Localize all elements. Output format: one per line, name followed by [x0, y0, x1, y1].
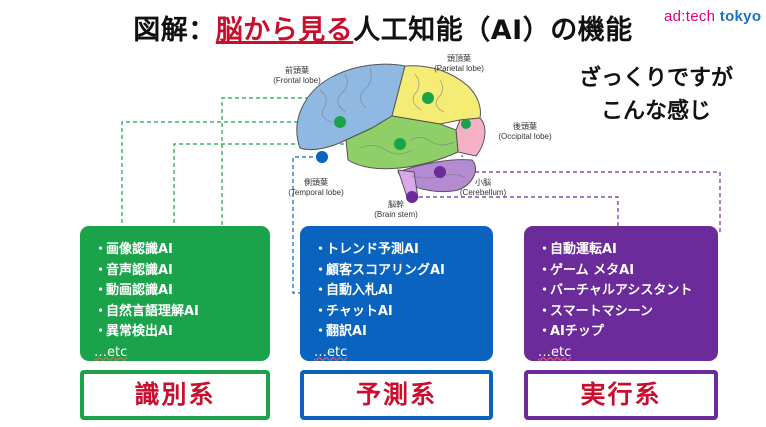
parietal-lobe: [391, 65, 481, 125]
category-recognition: 識別系: [80, 370, 270, 420]
label-temporal-jp: 側頭葉: [304, 178, 328, 187]
etc-text: …etc: [314, 344, 348, 360]
label-parietal-jp: 頭頂葉: [447, 54, 471, 63]
execution-list: ・自動運転AI ・ゲーム メタAI ・バーチャルアシスタント ・スマートマシーン…: [524, 226, 718, 343]
recognition-list: ・画像認識AI ・音声認識AI ・動画認識AI ・自然言語理解AI ・異常検出A…: [80, 226, 270, 343]
list-item: ・画像認識AI: [94, 242, 173, 257]
list-item: ・音声認識AI: [94, 262, 173, 278]
list-item: ・異常検出AI: [94, 324, 173, 339]
connector-purple-1: [440, 171, 721, 232]
temporal-blue-dot: [316, 151, 328, 163]
frontal-dot: [334, 116, 346, 128]
list-item: ・ゲーム メタAI: [538, 262, 635, 278]
connector-green-1: [221, 97, 428, 232]
logo-tokyo: tokyo: [719, 8, 762, 25]
page-title: 図解：脳から見る人工知能（AI）の機能: [0, 8, 766, 47]
remark-text: ざっくりですが こんな感じ: [556, 62, 756, 128]
connector-purple-2: [412, 196, 619, 232]
list-item: ・トレンド予測AI: [314, 242, 419, 257]
list-item: ・スマートマシーン: [538, 303, 653, 319]
etc-text: …etc: [94, 344, 128, 360]
connector-blue-1: [292, 156, 320, 294]
label-temporal: 側頭葉 (Temporal lobe): [278, 178, 354, 198]
list-item: ・バーチャルアシスタント: [538, 283, 693, 298]
label-occipital-jp: 後頭葉: [513, 122, 537, 131]
adtech-tokyo-logo: ad:tech tokyo: [664, 8, 761, 25]
occipital-dot: [461, 119, 471, 129]
label-cerebellum-jp: 小脳: [475, 178, 491, 187]
title-highlight: 脳から見る: [215, 15, 354, 46]
cerebellum-dot: [434, 166, 446, 178]
connector-green-3: [173, 143, 400, 232]
list-item: ・動画認識AI: [94, 283, 173, 298]
list-item: ・自然言語理解AI: [94, 303, 199, 319]
title-suffix: 人工知能（AI）の機能: [353, 15, 633, 46]
label-frontal-jp: 前頭葉: [285, 66, 309, 75]
label-temporal-en: (Temporal lobe): [288, 188, 344, 197]
list-item: ・翻訳AI: [314, 324, 367, 339]
list-item: ・チャットAI: [314, 303, 393, 319]
label-parietal: 頭頂葉 (Parietal lobe): [424, 54, 494, 74]
list-item: ・自動入札AI: [314, 283, 393, 298]
label-brainstem-jp: 脳幹: [388, 200, 404, 209]
label-cerebellum-en: (Cerebellum): [459, 188, 507, 197]
list-item: ・AIチップ: [538, 324, 604, 339]
category-execution: 実行系: [524, 370, 718, 420]
connector-green-2: [121, 121, 340, 232]
label-occipital-en: (Occipital lobe): [498, 132, 552, 141]
category-prediction: 予測系: [300, 370, 493, 420]
label-occipital: 後頭葉 (Occipital lobe): [490, 122, 560, 142]
label-brainstem-en: (Brain stem): [374, 210, 418, 219]
prediction-box: ・トレンド予測AI ・顧客スコアリングAI ・自動入札AI ・チャットAI ・翻…: [300, 226, 493, 361]
title-prefix: 図解：: [133, 15, 216, 46]
frontal-lobe: [296, 63, 406, 151]
logo-adtech: ad:tech: [664, 8, 716, 25]
label-cerebellum: 小脳 (Cerebellum): [450, 178, 516, 198]
connector-lines: [121, 97, 721, 294]
prediction-list: ・トレンド予測AI ・顧客スコアリングAI ・自動入札AI ・チャットAI ・翻…: [300, 226, 493, 343]
recognition-box: ・画像認識AI ・音声認識AI ・動画認識AI ・自然言語理解AI ・異常検出A…: [80, 226, 270, 361]
label-frontal: 前頭葉 (Frontal lobe): [262, 66, 332, 86]
execution-box: ・自動運転AI ・ゲーム メタAI ・バーチャルアシスタント ・スマートマシーン…: [524, 226, 718, 361]
remark-line-1: ざっくりですが: [578, 66, 733, 91]
label-frontal-en: (Frontal lobe): [273, 76, 321, 85]
label-parietal-en: (Parietal lobe): [434, 64, 484, 73]
etc-text: …etc: [538, 344, 572, 360]
brainstem-dot: [406, 191, 418, 203]
remark-line-2: こんな感じ: [600, 99, 711, 124]
parietal-dot: [422, 92, 434, 104]
temporal-dot: [394, 138, 406, 150]
list-item: ・自動運転AI: [538, 242, 617, 257]
label-brainstem: 脳幹 (Brain stem): [366, 200, 426, 220]
list-item: ・顧客スコアリングAI: [314, 262, 445, 278]
